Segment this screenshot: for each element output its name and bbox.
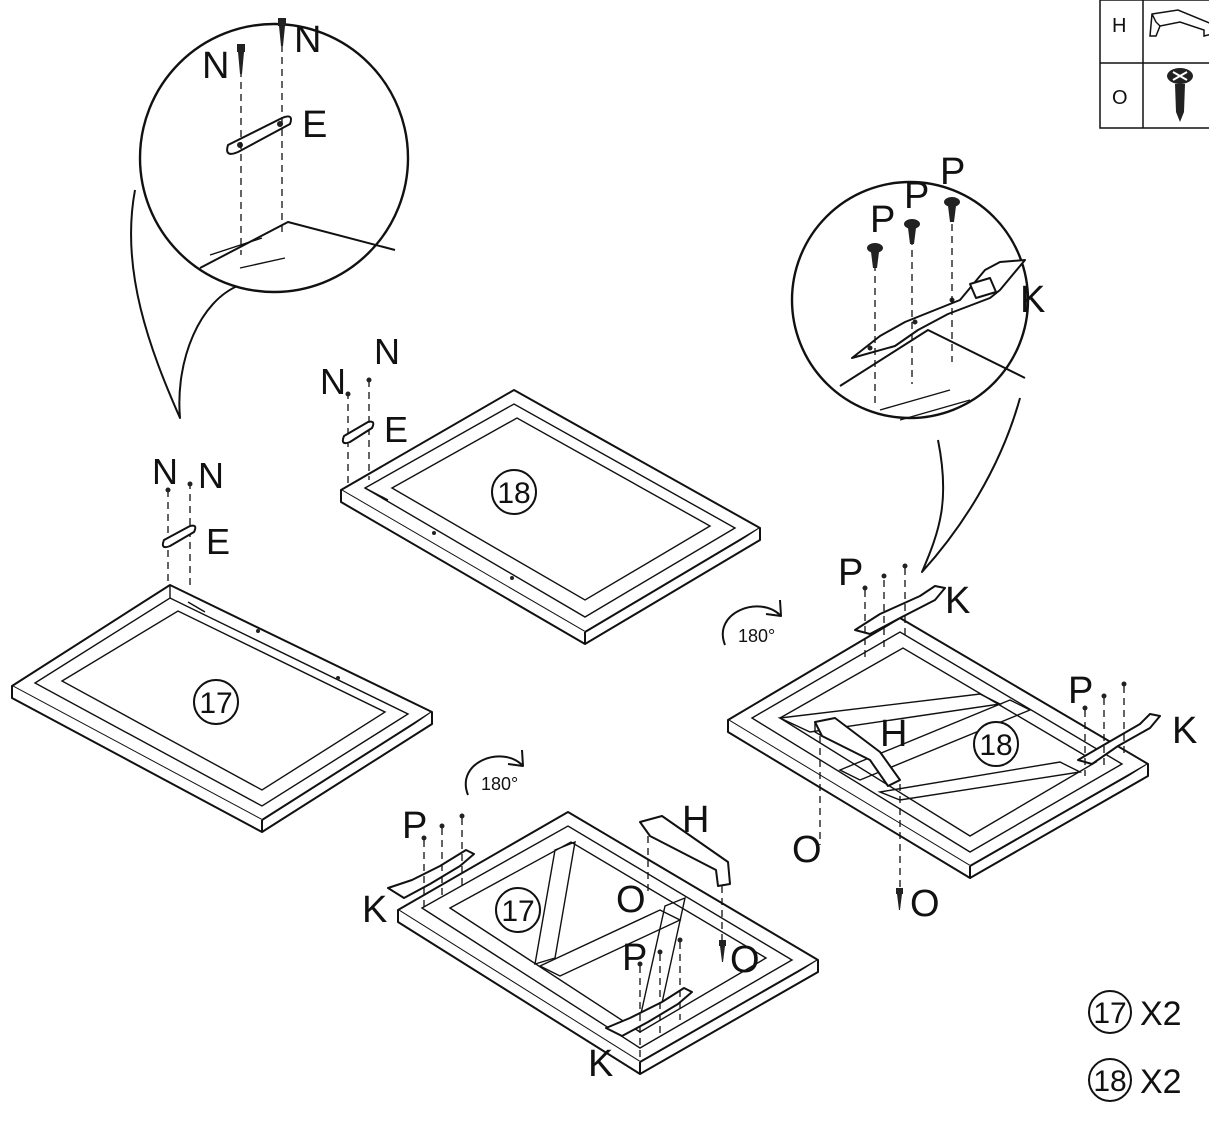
label-e: E bbox=[302, 104, 327, 146]
zoom-circle-dowel-plate: N N E bbox=[130, 18, 410, 419]
screw-icon bbox=[1167, 68, 1193, 122]
label-n: N bbox=[374, 331, 400, 372]
label-n: N bbox=[294, 19, 321, 61]
rotation-label: 180° bbox=[481, 774, 518, 794]
screw-icon bbox=[867, 243, 883, 268]
zoom-circle-hinge: P P P K bbox=[790, 151, 1045, 573]
screw-icon bbox=[896, 888, 903, 910]
legend-code-h: H bbox=[1112, 15, 1126, 37]
panel-18-front: N N E 18 bbox=[320, 331, 761, 645]
label-o: O bbox=[730, 939, 760, 981]
hardware-legend: H O bbox=[1099, 0, 1209, 129]
label-p: P bbox=[838, 552, 863, 594]
screw-icon bbox=[278, 18, 286, 46]
quantity-row-17: 17 X2 bbox=[1088, 990, 1182, 1034]
part-number-18: 18 bbox=[979, 729, 1012, 762]
quantity-value: X2 bbox=[1140, 995, 1182, 1033]
label-k: K bbox=[1020, 279, 1045, 321]
label-h: H bbox=[880, 713, 907, 755]
rotation-label: 180° bbox=[738, 626, 775, 646]
label-p: P bbox=[904, 175, 929, 217]
panel-17-back: H P K O O P K 17 bbox=[362, 799, 819, 1085]
label-n: N bbox=[198, 455, 224, 496]
label-p: P bbox=[402, 805, 427, 847]
label-k: K bbox=[1172, 710, 1197, 752]
screw-icon bbox=[237, 44, 245, 74]
part-number-17: 17 bbox=[501, 895, 534, 928]
legend-code-o: O bbox=[1112, 87, 1128, 109]
quantity-value: X2 bbox=[1140, 1063, 1182, 1101]
label-h: H bbox=[682, 799, 709, 841]
label-n: N bbox=[320, 361, 346, 402]
label-e: E bbox=[206, 521, 230, 562]
label-k: K bbox=[945, 580, 970, 622]
label-k: K bbox=[362, 889, 387, 931]
label-e: E bbox=[384, 409, 408, 450]
screw-icon bbox=[904, 219, 920, 244]
label-n: N bbox=[152, 451, 178, 492]
label-o: O bbox=[792, 829, 822, 871]
screw-icon bbox=[719, 940, 726, 962]
label-k: K bbox=[588, 1043, 613, 1085]
label-p: P bbox=[1068, 670, 1093, 712]
rotate-arrow-icon: 180° bbox=[464, 749, 524, 796]
label-o: O bbox=[616, 879, 646, 921]
screw-icon bbox=[944, 197, 960, 222]
panel-17-front: N N E 17 bbox=[11, 451, 433, 833]
part-number-18: 18 bbox=[497, 477, 530, 510]
label-n: N bbox=[202, 45, 229, 87]
panel-18-back: P K P K H O O 18 bbox=[727, 552, 1197, 925]
label-p: P bbox=[940, 151, 965, 193]
label-p: P bbox=[622, 937, 647, 979]
rotate-arrow-icon: 180° bbox=[721, 599, 782, 646]
label-p: P bbox=[870, 199, 895, 241]
part-number-17: 17 bbox=[199, 687, 232, 720]
quantity-part: 18 bbox=[1093, 1065, 1126, 1098]
quantity-row-18: 18 X2 bbox=[1088, 1058, 1182, 1102]
label-o: O bbox=[910, 883, 940, 925]
handle-icon bbox=[1149, 9, 1209, 37]
quantity-part: 17 bbox=[1093, 997, 1126, 1030]
quantity-list: 17 X2 18 X2 bbox=[1088, 990, 1182, 1102]
